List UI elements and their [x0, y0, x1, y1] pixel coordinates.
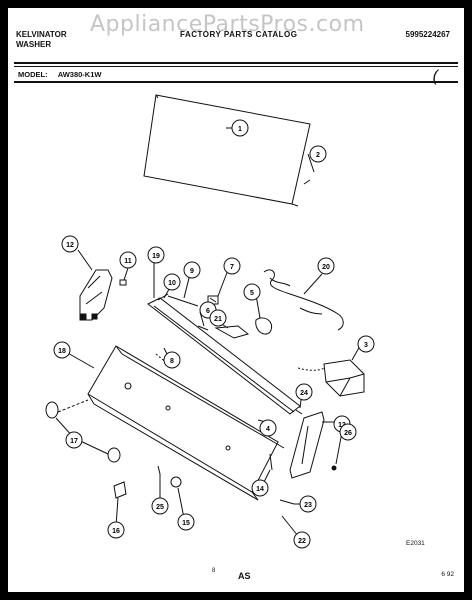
callout-15: 15	[177, 513, 195, 531]
callout-25: 25	[151, 497, 169, 515]
callout-11: 11	[119, 251, 137, 269]
callout-20: 20	[317, 257, 335, 275]
callout-number: 2	[316, 152, 320, 159]
callout-number: 19	[152, 253, 160, 260]
callout-12: 12	[61, 235, 79, 253]
callout-14: 14	[251, 479, 269, 497]
illustration-code: E2031	[406, 540, 425, 547]
callout-10: 10	[163, 273, 181, 291]
part-25	[157, 465, 161, 475]
corner-mark: (	[432, 68, 438, 85]
part-15	[170, 476, 182, 488]
callout-number: 17	[70, 438, 78, 445]
section-code: AS	[238, 571, 251, 581]
callout-26: 26	[339, 423, 357, 441]
callout-18: 18	[53, 341, 71, 359]
callout-number: 12	[66, 242, 74, 249]
callout-number: 5	[250, 290, 254, 297]
catalog-page: AppliancePartsPros.com KELVINATOR WASHER…	[8, 8, 464, 592]
callout-3: 3	[357, 335, 375, 353]
callout-number: 18	[58, 348, 66, 355]
part-side-bracket	[289, 411, 325, 479]
callout-number: 23	[304, 502, 312, 509]
part-top-panel	[143, 94, 311, 205]
callout-number: 1	[238, 126, 242, 133]
catalog-number: 5995224267	[405, 30, 451, 39]
watermark: AppliancePartsPros.com	[90, 12, 365, 37]
callout-number: 16	[112, 528, 120, 535]
callout-number: 22	[298, 538, 306, 545]
callout-4: 4	[259, 419, 277, 437]
model-line: MODEL: AW380-K1W	[18, 70, 101, 79]
callout-19: 19	[147, 246, 165, 264]
page-number: 8	[212, 568, 216, 574]
header-rule	[14, 62, 458, 64]
part-console-panel	[87, 345, 279, 493]
callout-23: 23	[299, 495, 317, 513]
header-rule-thin	[14, 66, 458, 67]
callout-number: 13	[338, 422, 346, 429]
part-left-bracket	[79, 269, 113, 321]
callout-number: 9	[190, 268, 194, 275]
callout-number: 26	[344, 430, 352, 437]
callout-16: 16	[107, 521, 125, 539]
callout-number: 10	[168, 280, 176, 287]
part-clip-11	[119, 279, 127, 286]
part-14	[269, 453, 273, 471]
model-label: MODEL:	[18, 70, 48, 79]
part-22	[281, 515, 291, 527]
part-16	[113, 481, 127, 499]
callout-22: 22	[293, 531, 311, 549]
callout-number: 20	[322, 264, 330, 271]
part-knob-left	[45, 401, 59, 419]
callout-17: 17	[65, 431, 83, 449]
part-21	[214, 325, 250, 339]
part-23	[279, 499, 295, 505]
callout-8: 8	[163, 351, 181, 369]
part-screw-2	[303, 179, 311, 185]
callout-number: 8	[170, 358, 174, 365]
part-wire-harness	[263, 269, 344, 331]
callout-number: 6	[206, 308, 210, 315]
callout-number: 25	[156, 504, 164, 511]
product-name: WASHER	[16, 40, 52, 49]
callout-number: 24	[300, 390, 308, 397]
part-timer-motor	[323, 359, 365, 397]
model-value: AW380-K1W	[57, 70, 102, 79]
callout-7: 7	[223, 257, 241, 275]
callout-number: 3	[364, 342, 368, 349]
catalog-title: FACTORY PARTS CATALOG	[180, 30, 298, 39]
part-knob-right	[107, 447, 121, 463]
callout-24: 24	[295, 383, 313, 401]
model-rule	[14, 81, 458, 83]
catalog-date: 6 92	[441, 571, 454, 578]
callout-number: 21	[214, 316, 222, 323]
callout-number: 14	[256, 486, 264, 493]
callout-markers: 1 2 3 4 5 6 7 8 9 10 11 12 13 14 15 16 1…	[53, 119, 375, 549]
callout-9: 9	[183, 261, 201, 279]
brand-block: KELVINATOR WASHER	[16, 30, 67, 50]
callout-number: 7	[230, 264, 234, 271]
callout-2: 2	[309, 145, 327, 163]
callout-number: 15	[182, 520, 190, 527]
exploded-parts-diagram: 1 2 3 4 5 6 7 8 9 10 11 12 13 14 15 16 1…	[45, 94, 375, 549]
callout-5: 5	[243, 283, 261, 301]
callout-1: 1	[231, 119, 249, 137]
part-5	[255, 317, 272, 335]
callout-21: 21	[209, 309, 227, 327]
part-26	[331, 465, 337, 471]
brand-name: KELVINATOR	[16, 30, 67, 39]
callout-number: 11	[124, 258, 132, 265]
callout-number: 4	[266, 426, 270, 433]
